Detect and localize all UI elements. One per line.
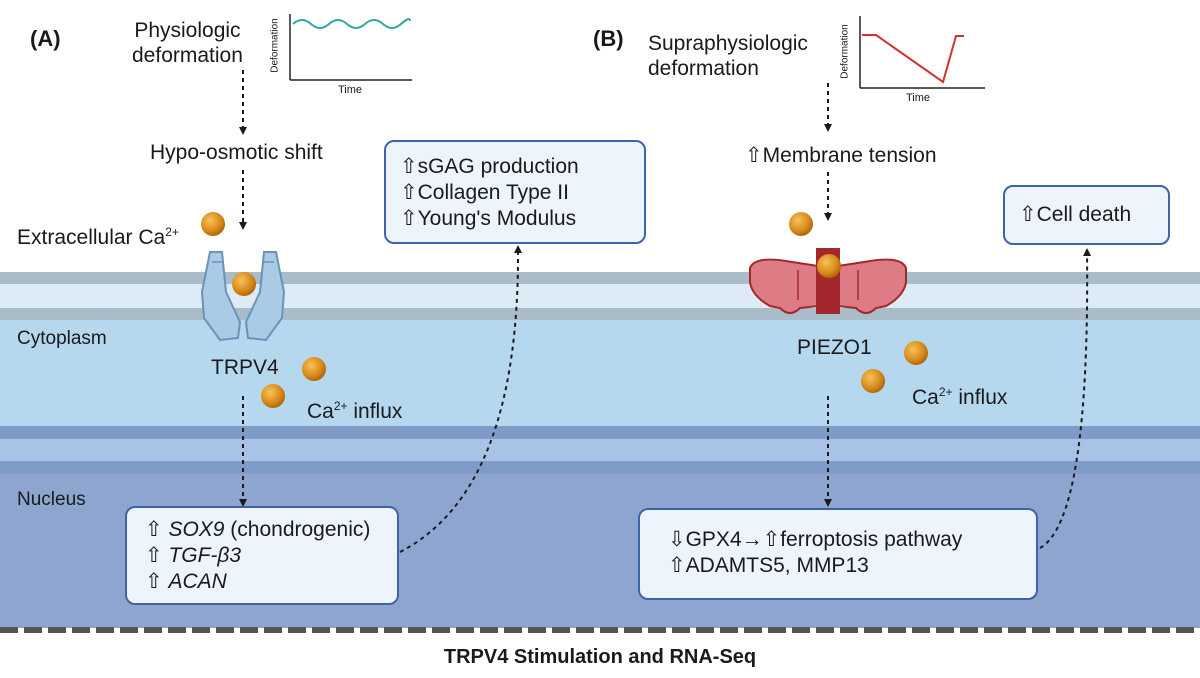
graph-a-wave [292,18,411,29]
gene-line: ⇧ ACAN [145,569,397,595]
panel-b-pathway-box: ⇩GPX4→⇧ferroptosis pathway ⇧ADAMTS5, MMP… [638,508,1038,600]
figure-footer: TRPV4 Stimulation and RNA-Seq [443,646,757,668]
extracellular-calcium-label: Extracellular Ca2+ [17,225,179,250]
graph-a [289,14,412,81]
panel-b-influx-charge: 2+ [938,385,953,399]
gene-name: ACAN [168,570,227,593]
nucleus-label: Nucleus [17,489,86,510]
panel-a-stimulus: Physiologic deformation [132,18,243,68]
calcium-ion-icon [232,272,256,296]
panel-b-outcome-box: ⇧Cell death [1003,185,1170,245]
graph-a-xlabel: Time [338,84,363,96]
panel-b-stimulus: Supraphysiologic deformation [648,31,808,81]
extracellular-calcium-charge: 2+ [165,225,179,239]
outcome-line: ⇧Young's Modulus [400,207,577,230]
pathway-line: ⇩GPX4→⇧ferroptosis pathway [668,528,963,551]
arrow-b-pathway-to-death [1039,248,1092,549]
calcium-ion-icon [861,369,885,393]
gene-arrow: ⇧ [145,544,169,567]
calcium-ion-icon [904,341,928,365]
panel-a-step-hypo-osmotic: Hypo-osmotic shift [150,141,323,164]
gene-arrow: ⇧ [145,570,169,593]
panel-b-influx-label: Ca2+ influx [912,385,1007,410]
graph-a-ylabel: Deformation [269,18,281,73]
nuclear-membrane-outer [0,426,1200,439]
inner-membrane-band [0,308,1200,320]
calcium-ion-icon [261,384,285,408]
panel-a-gene-box: ⇧ SOX9 (chondrogenic) ⇧ TGF-β3 ⇧ ACAN [125,506,399,605]
panel-a-influx-label: Ca2+ influx [307,399,402,424]
nuclear-membrane-mid [0,439,1200,461]
calcium-ion-icon [817,254,841,278]
calcium-ion-icon [302,357,326,381]
cytoplasm-region [0,320,1200,426]
calcium-ion-icon [201,212,225,236]
panel-b-stimulus-line1: Supraphysiologic [648,32,808,55]
panel-a-influx-ca: Ca [307,400,334,423]
piezo1-channel-icon [749,248,907,314]
arrow-a-genes-to-outcome [399,245,523,553]
panel-a-outcome-box: ⇧sGAG production ⇧Collagen Type II ⇧Youn… [384,140,646,244]
extracellular-calcium-text: Extracellular Ca [17,226,166,249]
panel-a-influx-charge: 2+ [333,399,348,413]
trpv4-label: TRPV4 [211,356,279,379]
gene-arrow: ⇧ [145,518,169,541]
trpv4-channel-icon [200,251,286,342]
outcome-line: ⇧sGAG production [400,155,579,178]
gene-line: ⇧ TGF-β3 [145,543,397,569]
piezo1-label: PIEZO1 [797,336,872,359]
cytoplasm-label: Cytoplasm [17,328,107,349]
calcium-ion-icon [789,212,813,236]
graph-b-xlabel: Time [906,92,931,104]
gene-note: (chondrogenic) [224,518,371,541]
panel-b-label: (B) [593,26,624,51]
pathway-line: ⇧ADAMTS5, MMP13 [668,554,869,577]
panel-b-stimulus-line2: deformation [648,57,759,80]
panel-a-influx-text: influx [347,400,403,423]
graph-b-ylabel: Deformation [839,24,851,79]
panel-b-step-membrane-tension: ⇧Membrane tension [745,144,937,167]
gene-name: SOX9 [168,518,225,541]
outcome-line: ⇧Collagen Type II [400,181,569,204]
nuclear-membrane-inner [0,461,1200,474]
membrane-light-band [0,284,1200,308]
panel-b-influx-ca: Ca [912,386,939,409]
graph-b [859,16,985,89]
panel-a-label: (A) [30,26,61,51]
gene-line: ⇧ SOX9 (chondrogenic) [145,517,397,543]
graph-b-curve [862,34,964,84]
cell-death-text: ⇧Cell death [1019,203,1132,226]
gene-name: TGF-β3 [168,544,242,567]
panel-a-stimulus-line1: Physiologic [134,19,241,42]
panel-a-stimulus-line2: deformation [132,44,243,67]
panel-b-influx-text: influx [952,386,1008,409]
